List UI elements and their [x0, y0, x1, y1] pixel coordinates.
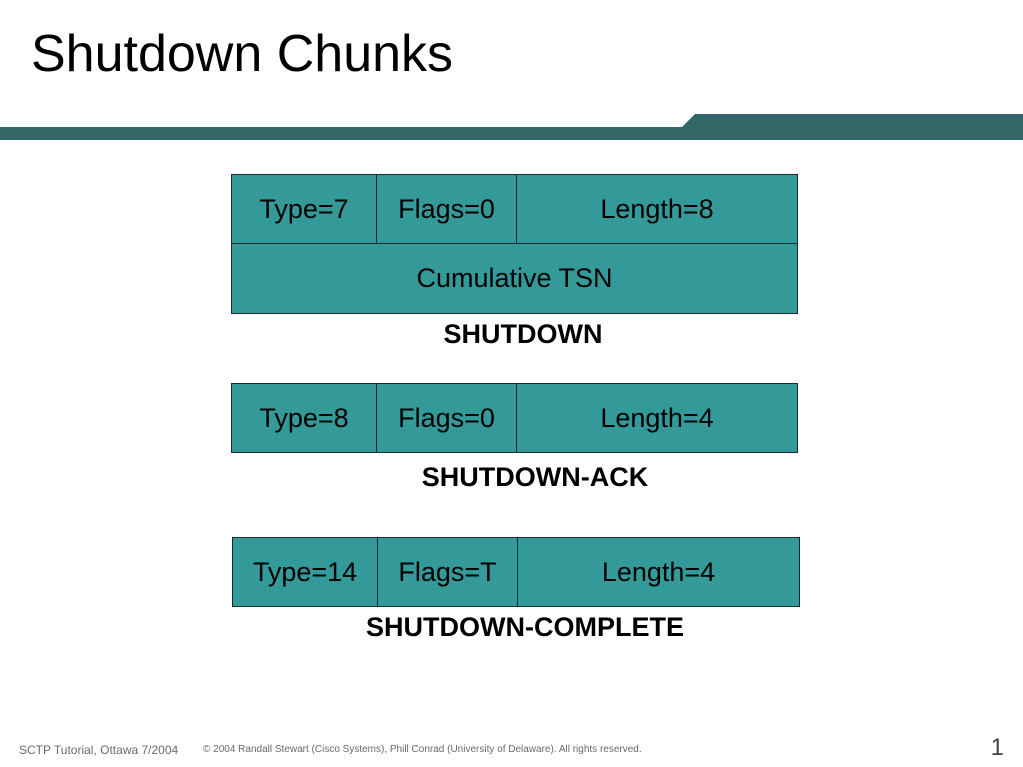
shutdown-complete-chunk-name: SHUTDOWN-COMPLETE: [366, 612, 684, 642]
shutdown-ack-flags-label: Flags=0: [398, 402, 495, 433]
title-bar-shape: [0, 114, 1023, 140]
shutdown-flags-label: Flags=0: [398, 193, 495, 224]
shutdown-ack-length-field: Length=4: [516, 383, 798, 453]
shutdown-ack-length-label: Length=4: [600, 402, 714, 433]
shutdown-length-field: Length=8: [516, 174, 798, 244]
shutdown-type-label: Type=7: [259, 193, 349, 224]
slide-title: Shutdown Chunks: [31, 25, 454, 83]
shutdown-complete-flags-field: Flags=T: [377, 537, 518, 607]
page-number: 1: [990, 734, 1004, 761]
shutdown-ack-chunk-name: SHUTDOWN-ACK: [421, 462, 649, 492]
shutdown-chunk-name: SHUTDOWN: [443, 319, 603, 349]
footer-copyright: © 2004 Randall Stewart (Cisco Systems), …: [203, 744, 642, 755]
shutdown-complete-flags-label: Flags=T: [398, 556, 497, 587]
footer-course-label: SCTP Tutorial, Ottawa 7/2004: [19, 743, 179, 757]
shutdown-complete-type-field: Type=14: [232, 537, 378, 607]
shutdown-ack-type-label: Type=8: [259, 402, 349, 433]
title-underline-bar: [0, 114, 1023, 140]
shutdown-flags-field: Flags=0: [376, 174, 517, 244]
shutdown-type-field: Type=7: [231, 174, 377, 244]
shutdown-length-label: Length=8: [600, 193, 714, 224]
shutdown-complete-length-label: Length=4: [601, 556, 716, 587]
shutdown-cumulative-tsn-field: Cumulative TSN: [231, 243, 798, 314]
shutdown-complete-type-label: Type=14: [252, 556, 358, 587]
shutdown-ack-type-field: Type=8: [231, 383, 377, 453]
shutdown-ack-flags-field: Flags=0: [376, 383, 517, 453]
shutdown-cumulative-tsn-label: Cumulative TSN: [416, 263, 613, 293]
shutdown-complete-length-field: Length=4: [517, 537, 800, 607]
